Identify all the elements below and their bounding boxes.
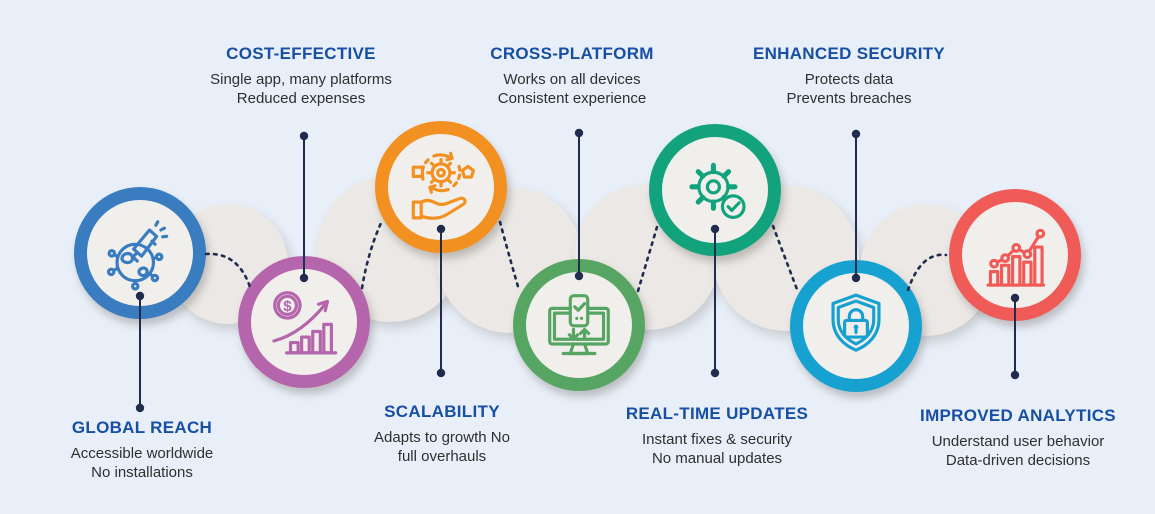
node-improved-analytics bbox=[949, 189, 1081, 321]
benefit-description-line: No manual updates bbox=[651, 450, 783, 467]
label-enhanced-security: ENHANCED SECURITY Protects data Prevents… bbox=[709, 44, 989, 108]
cost-effective-circle: $ bbox=[238, 256, 370, 388]
benefit-description-line: Single app, many platforms bbox=[210, 71, 392, 88]
label-scalability: SCALABILITY Adapts to growth No full ove… bbox=[302, 402, 582, 466]
node-global-reach bbox=[74, 187, 206, 319]
benefit-description-line: Works on all devices bbox=[503, 71, 641, 88]
enhanced-security-circle bbox=[790, 260, 922, 392]
coin-growth-chart-icon: $ bbox=[272, 291, 338, 355]
gear-check-icon bbox=[689, 162, 746, 219]
label-cost-effective: COST-EFFECTIVE Single app, many platform… bbox=[161, 44, 441, 108]
benefit-title: ENHANCED SECURITY bbox=[752, 44, 946, 63]
benefit-title: GLOBAL REACH bbox=[71, 418, 213, 437]
benefit-title: CROSS-PLATFORM bbox=[490, 44, 654, 63]
label-improved-analytics: IMPROVED ANALYTICS Understand user behav… bbox=[878, 406, 1155, 470]
benefit-description-line: Consistent experience bbox=[497, 90, 647, 107]
benefit-title: SCALABILITY bbox=[384, 402, 500, 421]
label-cross-platform: CROSS-PLATFORM Works on all devices Cons… bbox=[432, 44, 712, 108]
real-time-updates-circle bbox=[649, 124, 781, 256]
node-scalability bbox=[375, 121, 507, 253]
benefit-title: REAL-TIME UPDATES bbox=[625, 404, 809, 423]
hand-gear-icon bbox=[411, 151, 476, 220]
globe-network-megaphone-icon bbox=[106, 220, 169, 291]
benefit-description-line: full overhauls bbox=[397, 448, 487, 465]
benefit-description-line: Data-driven decisions bbox=[945, 452, 1091, 469]
global-reach-circle bbox=[74, 187, 206, 319]
benefit-description-line: Reduced expenses bbox=[236, 90, 366, 107]
svg-text:$: $ bbox=[283, 298, 292, 315]
node-cost-effective: $ bbox=[238, 256, 370, 388]
monitor-phone-sync-icon bbox=[548, 294, 610, 356]
benefit-description-line: Instant fixes & security bbox=[641, 431, 793, 448]
benefit-description-line: Prevents breaches bbox=[786, 90, 912, 107]
improved-analytics-circle bbox=[949, 189, 1081, 321]
benefit-description-line: Understand user behavior bbox=[931, 433, 1105, 450]
shield-lock-icon bbox=[831, 293, 881, 352]
node-cross-platform bbox=[513, 259, 645, 391]
node-real-time-updates bbox=[649, 124, 781, 256]
benefit-description-line: Protects data bbox=[804, 71, 894, 88]
label-real-time-updates: REAL-TIME UPDATES Instant fixes & securi… bbox=[577, 404, 857, 468]
benefit-description-line: Accessible worldwide bbox=[70, 445, 214, 462]
trend-bar-chart-icon bbox=[986, 228, 1046, 287]
benefit-description-line: Adapts to growth No bbox=[374, 429, 510, 446]
benefit-title: IMPROVED ANALYTICS bbox=[920, 406, 1116, 425]
scalability-circle bbox=[375, 121, 507, 253]
node-enhanced-security bbox=[790, 260, 922, 392]
benefit-description-line: No installations bbox=[91, 464, 193, 481]
cross-platform-circle bbox=[513, 259, 645, 391]
label-global-reach: GLOBAL REACH Accessible worldwide No ins… bbox=[2, 418, 282, 482]
benefit-title: COST-EFFECTIVE bbox=[226, 44, 376, 63]
